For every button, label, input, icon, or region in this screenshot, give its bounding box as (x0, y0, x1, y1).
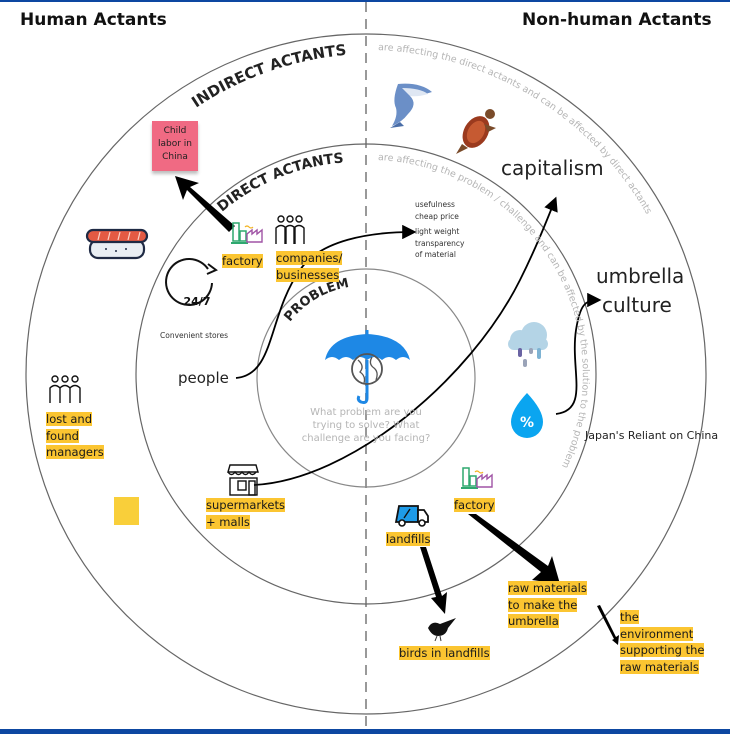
humidity-percent: % (520, 415, 534, 431)
environment-label: the environment supporting the raw mater… (620, 609, 705, 675)
label-line: umbrella (508, 614, 559, 628)
inner-ring (256, 268, 476, 488)
rain-cloud-icon (508, 322, 548, 367)
top-frame-bar (0, 0, 730, 2)
label-line: companies/ (276, 251, 343, 265)
lost-found-label: lost and found managers (46, 411, 104, 461)
storefront-icon (227, 464, 259, 496)
label-line: landfills (386, 532, 431, 546)
label-line: environment (620, 626, 694, 641)
supermarkets-label: supermarkets + malls (206, 497, 285, 530)
indirect-caption: are affecting the direct actants and can… (378, 42, 654, 216)
non-human-actants-heading: Non-human Actants (522, 10, 712, 30)
people-group-icon (275, 215, 305, 244)
human-actants-heading: Human Actants (20, 10, 167, 30)
property-item: cheap price (415, 211, 459, 221)
japan-reliant-label: Japan's Reliant on China (585, 429, 719, 442)
label-line: + malls (206, 514, 250, 529)
outer-ring (25, 33, 707, 715)
sea-turtle-icon (456, 109, 496, 154)
humidity-drop-icon (511, 393, 543, 438)
humidity-to-culture-arrow (555, 292, 602, 415)
bottom-frame-bar (0, 729, 730, 734)
label-line: to make the (508, 597, 578, 612)
label-line: found (46, 428, 79, 443)
companies-label: companies/ businesses (276, 250, 343, 283)
clock-24-7-icon (165, 258, 218, 306)
raw-to-environment-arrow (597, 605, 619, 645)
direct-actants-label: DIRECT ACTANTS (214, 151, 344, 216)
convenient-stores-label: Convenient stores (160, 331, 229, 340)
umbrella-culture-label: umbrella culture (596, 262, 684, 320)
sushi-icon (85, 228, 149, 260)
people-group-icon (49, 375, 81, 403)
label-line: culture (602, 293, 672, 317)
factory-to-raw-materials-arrow (468, 514, 560, 584)
sticky-line: labor in (157, 139, 192, 149)
globe-icon (351, 353, 383, 385)
problem-question: What problem are you trying to solve? Wh… (301, 407, 431, 444)
sticky-line: Child (163, 126, 187, 136)
raw-materials-label: raw materials to make the umbrella (508, 580, 587, 630)
label-line: the (620, 610, 639, 624)
capitalism-label: capitalism (501, 156, 604, 180)
label-line: lost and (46, 412, 93, 426)
label-line: factory (222, 254, 263, 268)
label-line: managers (46, 445, 104, 459)
bird-icon (428, 618, 456, 642)
label-line: raw materials (508, 581, 587, 595)
property-item: light weight (415, 227, 460, 236)
label-line: umbrella (596, 264, 685, 288)
label-line: supermarkets (206, 498, 285, 512)
label-line: supporting the (620, 643, 705, 657)
factory-icon (461, 467, 493, 489)
supermarkets-to-capitalism-arrow (253, 196, 558, 486)
property-item: of material (415, 250, 456, 259)
landfills-to-birds-arrow (420, 547, 447, 614)
sticky-line: China (162, 152, 188, 162)
label-line: birds in landfills (399, 646, 490, 660)
property-item: usefulness (415, 200, 455, 209)
shark-icon (390, 83, 432, 128)
garbage-truck-icon (394, 505, 429, 527)
child-labor-sticky[interactable]: Child labor in China (152, 121, 198, 171)
property-item: transparency (415, 238, 465, 248)
landfills-label: landfills (386, 531, 431, 548)
factory-to-child-labor-arrow (175, 176, 235, 232)
factory-label-nonhuman: factory (454, 497, 495, 514)
birds-label: birds in landfills (399, 645, 490, 662)
factory-label-human: factory (222, 253, 263, 270)
umbrella-icon (325, 330, 410, 404)
label-line: raw materials (620, 659, 699, 674)
indirect-actants-label: INDIRECT ACTANTS (188, 41, 347, 111)
factory-icon (231, 222, 263, 244)
people-label: people (178, 369, 229, 387)
middle-ring (135, 143, 597, 605)
clock-badge-text: 24/7 (184, 295, 211, 308)
empty-yellow-sticky[interactable] (114, 497, 139, 525)
properties-list: usefulness cheap price light weight tran… (415, 199, 465, 261)
label-line: factory (454, 498, 495, 512)
label-line: businesses (276, 267, 340, 282)
